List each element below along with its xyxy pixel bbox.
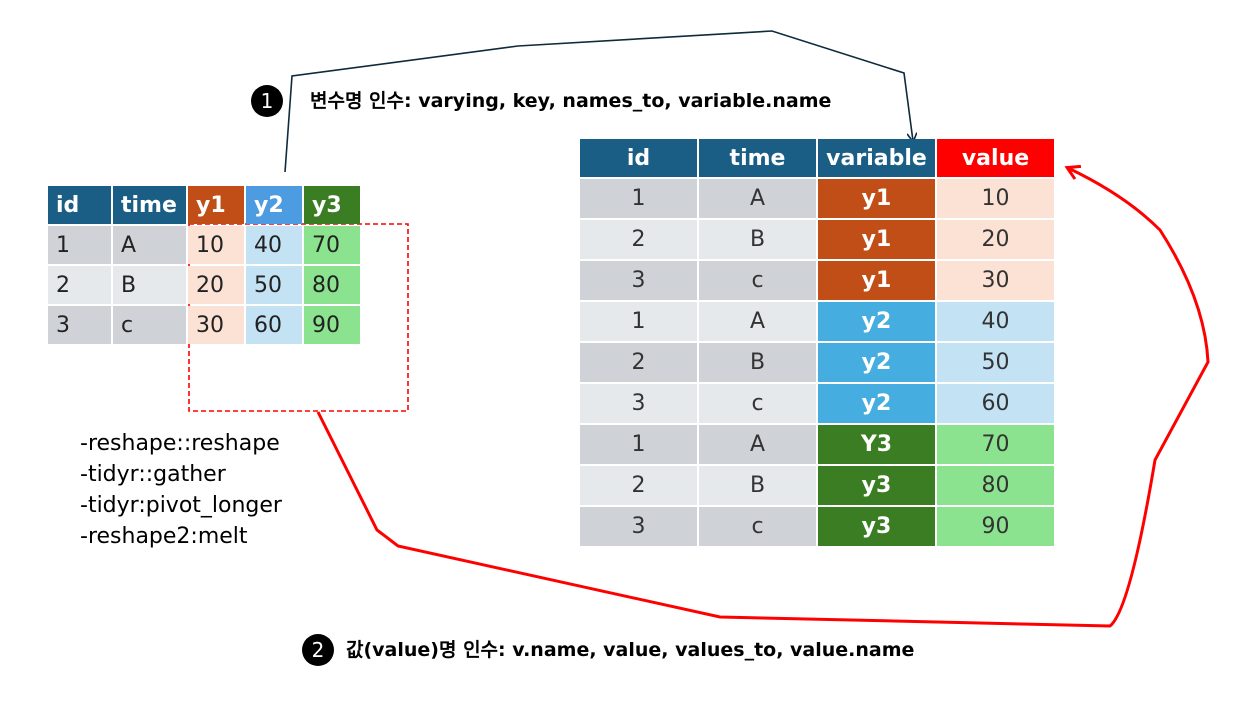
long-header-time: time — [699, 139, 816, 177]
function-item: -tidyr::gather — [80, 462, 226, 487]
long-cell-variable: Y3 — [818, 425, 935, 464]
long-cell-value: 60 — [937, 384, 1054, 423]
wide-header-y1: y1 — [188, 186, 244, 224]
long-table: id time variable value 1 A y1 10 2 B y1 … — [578, 137, 1056, 548]
table-row: 1 A Y3 70 — [580, 425, 1054, 464]
long-cell-id: 1 — [580, 302, 697, 341]
table-row: 3 c y1 30 — [580, 261, 1054, 300]
table-row: 3 c 30 60 90 — [48, 306, 360, 344]
wide-header-y3: y3 — [304, 186, 360, 224]
long-cell-id: 2 — [580, 343, 697, 382]
wide-table: id time y1 y2 y3 1 A 10 40 70 2 B 20 50 … — [46, 184, 362, 346]
wide-cell-time: A — [113, 226, 186, 264]
long-cell-time: c — [699, 261, 816, 300]
variable-name-args-label: 변수명 인수: varying, key, names_to, variable… — [310, 90, 832, 112]
wide-header-y2: y2 — [246, 186, 302, 224]
table-row: 2 B y2 50 — [580, 343, 1054, 382]
wide-cell-y1: 20 — [188, 266, 244, 304]
long-cell-variable: y2 — [818, 384, 935, 423]
wide-cell-id: 2 — [48, 266, 111, 304]
long-cell-id: 2 — [580, 220, 697, 259]
wide-cell-time: c — [113, 306, 186, 344]
wide-cell-time: B — [113, 266, 186, 304]
function-item: -reshape2:melt — [80, 524, 248, 549]
long-cell-time: B — [699, 220, 816, 259]
wide-cell-id: 3 — [48, 306, 111, 344]
table-row: 1 A y1 10 — [580, 179, 1054, 218]
table-row: 2 B y3 80 — [580, 466, 1054, 505]
value-name-arrow — [316, 168, 1210, 628]
wide-header-time: time — [113, 186, 186, 224]
long-cell-variable: y3 — [818, 466, 935, 505]
long-cell-variable: y3 — [818, 507, 935, 546]
long-cell-time: c — [699, 384, 816, 423]
long-cell-value: 30 — [937, 261, 1054, 300]
variable-name-arrow — [284, 30, 913, 173]
table-row: 3 c y2 60 — [580, 384, 1054, 423]
wide-cell-y2: 40 — [246, 226, 302, 264]
long-cell-time: B — [699, 343, 816, 382]
wide-cell-y3: 90 — [304, 306, 360, 344]
long-cell-time: A — [699, 302, 816, 341]
long-cell-variable: y2 — [818, 302, 935, 341]
table-row: 2 B 20 50 80 — [48, 266, 360, 304]
wide-cell-y3: 80 — [304, 266, 360, 304]
long-cell-variable: y1 — [818, 220, 935, 259]
table-row: 3 c y3 90 — [580, 507, 1054, 546]
long-cell-time: A — [699, 425, 816, 464]
long-cell-time: A — [699, 179, 816, 218]
long-cell-value: 10 — [937, 179, 1054, 218]
long-cell-variable: y2 — [818, 343, 935, 382]
long-cell-id: 3 — [580, 261, 697, 300]
long-cell-variable: y1 — [818, 261, 935, 300]
long-cell-time: B — [699, 466, 816, 505]
function-item: -reshape::reshape — [80, 431, 280, 456]
long-cell-variable: y1 — [818, 179, 935, 218]
long-cell-id: 2 — [580, 466, 697, 505]
long-cell-value: 40 — [937, 302, 1054, 341]
long-cell-value: 80 — [937, 466, 1054, 505]
long-cell-value: 20 — [937, 220, 1054, 259]
long-header-value: value — [937, 139, 1054, 177]
long-cell-id: 1 — [580, 179, 697, 218]
long-table-header: id time variable value — [580, 139, 1054, 177]
wide-cell-y3: 70 — [304, 226, 360, 264]
wide-header-id: id — [48, 186, 111, 224]
step-1-badge: 1 — [251, 85, 283, 117]
wide-cell-id: 1 — [48, 226, 111, 264]
long-cell-value: 70 — [937, 425, 1054, 464]
long-header-id: id — [580, 139, 697, 177]
wide-cell-y2: 60 — [246, 306, 302, 344]
table-row: 2 B y1 20 — [580, 220, 1054, 259]
value-name-args-label: 값(value)명 인수: v.name, value, values_to, … — [346, 639, 915, 661]
wide-cell-y1: 10 — [188, 226, 244, 264]
wide-cell-y2: 50 — [246, 266, 302, 304]
function-item: -tidyr:pivot_longer — [80, 493, 282, 518]
function-list: -reshape::reshape -tidyr::gather -tidyr:… — [80, 428, 282, 552]
long-cell-id: 3 — [580, 507, 697, 546]
value-selection-box — [188, 223, 409, 412]
long-cell-value: 50 — [937, 343, 1054, 382]
long-cell-value: 90 — [937, 507, 1054, 546]
table-row: 1 A 10 40 70 — [48, 226, 360, 264]
wide-cell-y1: 30 — [188, 306, 244, 344]
long-cell-id: 3 — [580, 384, 697, 423]
long-cell-id: 1 — [580, 425, 697, 464]
long-header-variable: variable — [818, 139, 935, 177]
step-2-badge: 2 — [302, 634, 334, 666]
wide-table-header: id time y1 y2 y3 — [48, 186, 360, 224]
long-cell-time: c — [699, 507, 816, 546]
table-row: 1 A y2 40 — [580, 302, 1054, 341]
